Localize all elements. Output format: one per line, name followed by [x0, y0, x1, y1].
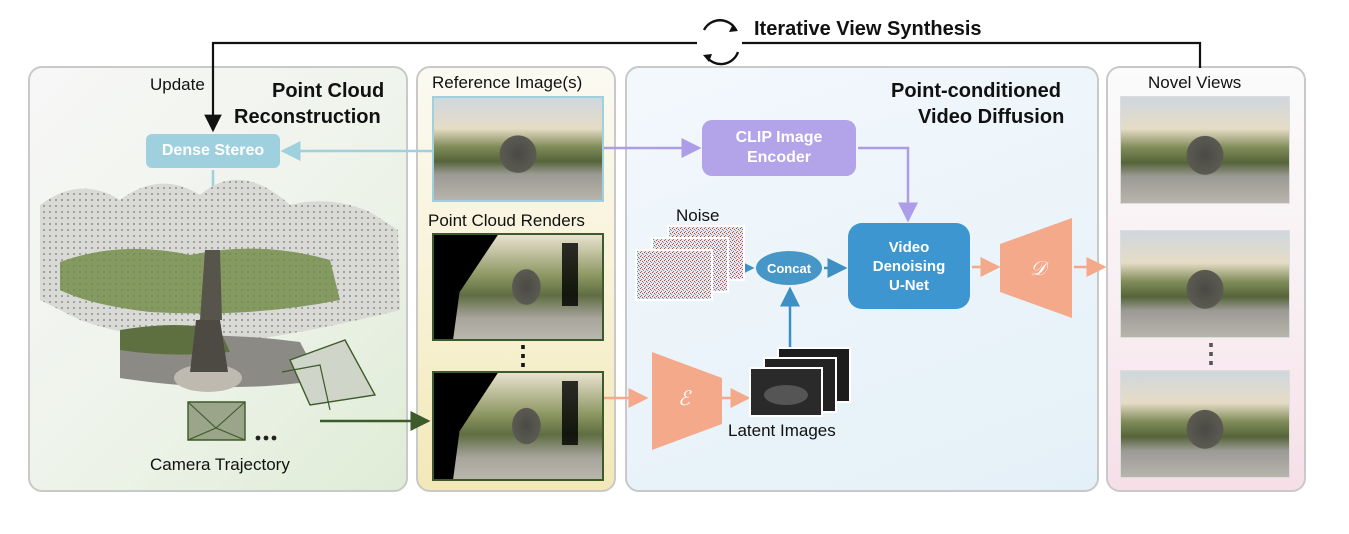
camera-trajectory-label: Camera Trajectory: [150, 455, 290, 474]
novel-views-title: Novel Views: [1148, 73, 1242, 92]
clip-label-line2: Encoder: [746, 149, 811, 166]
novel-view-2: [1120, 230, 1290, 338]
concat-node: Concat: [756, 251, 822, 285]
decoder-block: [1000, 218, 1072, 318]
encoder-symbol: ℰ: [678, 386, 691, 410]
point-cloud-render-last: [432, 371, 604, 481]
reference-image: [432, 96, 604, 202]
diffusion-title-line2: Video Diffusion: [918, 106, 1065, 128]
unet-label-line3: U-Net: [888, 276, 929, 294]
dense-stereo-box: Dense Stereo: [146, 134, 280, 168]
novel-views-loop-line: [742, 41, 1202, 68]
reconstruction-title-line1: Point Cloud: [272, 80, 385, 102]
latent-stack: [749, 347, 851, 417]
clip-to-unet-arrow: [858, 146, 918, 223]
diffusion-title-line1: Point-conditioned: [891, 80, 1061, 102]
novel-view-3: [1120, 370, 1290, 478]
decoder-symbol: 𝒟: [1030, 256, 1046, 280]
novel-view-1: [1120, 96, 1290, 204]
noise-stack: [635, 225, 745, 301]
unet-label-line2: Denoising: [872, 257, 946, 275]
point-cloud-render-first: [432, 233, 604, 341]
reference-images-label: Reference Image(s): [432, 73, 583, 92]
point-cloud-renders-label: Point Cloud Renders: [428, 211, 585, 230]
encoder-block: [652, 352, 722, 450]
renders-ellipsis: ⋮: [510, 340, 536, 370]
cycle-icon: [702, 19, 740, 66]
reconstruction-title-line2: Reconstruction: [234, 106, 381, 128]
update-label: Update: [150, 75, 205, 94]
noise-label: Noise: [676, 206, 720, 225]
point-cloud-illustration: [40, 179, 400, 441]
update-loop-line: [204, 41, 697, 133]
novel-views-ellipsis: ⋮: [1198, 338, 1224, 368]
clip-label-line1: CLIP Image: [735, 129, 823, 146]
iterative-view-synthesis-title: Iterative View Synthesis: [754, 18, 982, 40]
unet-label-line1: Video: [888, 238, 930, 256]
latent-images-label: Latent Images: [728, 421, 836, 440]
